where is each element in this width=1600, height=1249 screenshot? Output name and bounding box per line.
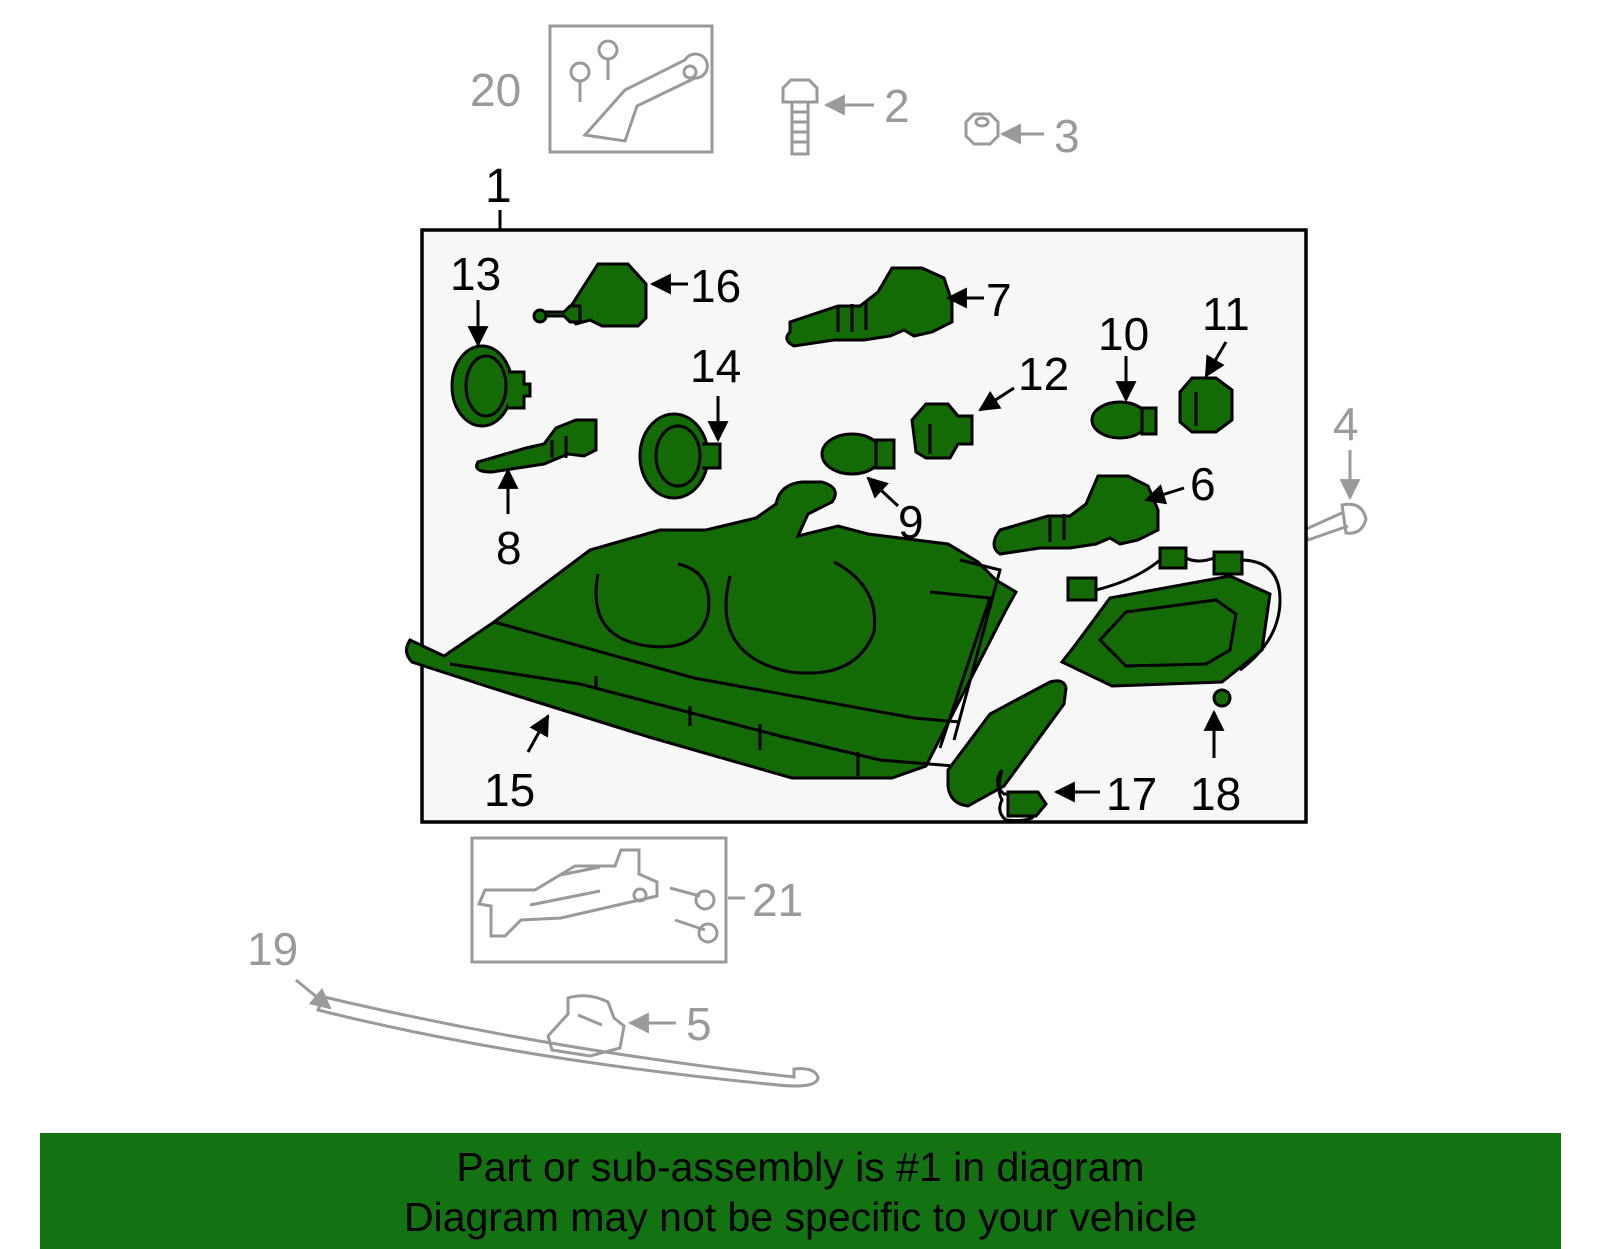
arrow-19 (295, 978, 332, 1010)
part-13-socket[interactable] (450, 344, 532, 428)
part-20-bracket-kit[interactable] (548, 24, 714, 154)
callout-18: 18 (1190, 768, 1241, 820)
callout-7: 7 (986, 274, 1012, 326)
callout-11: 11 (1202, 288, 1250, 340)
part-15-headlamp-housing[interactable] (405, 480, 1019, 780)
arrow-6 (1143, 484, 1185, 505)
callout-1: 1 (485, 160, 512, 213)
arrow-11 (1204, 341, 1228, 378)
callout-8: 8 (496, 522, 522, 574)
callout-5: 5 (686, 998, 712, 1050)
part-8-bulb[interactable] (475, 418, 598, 474)
banner-line-2: Diagram may not be specific to your vehi… (403, 1194, 1197, 1240)
callout-15: 15 (484, 764, 535, 816)
part-12-socket[interactable] (910, 402, 974, 460)
part-4-screw[interactable] (1302, 502, 1368, 542)
part-7-bulb[interactable] (785, 266, 954, 348)
part-18-ballast-harness[interactable] (1059, 546, 1282, 708)
part-2-bolt[interactable] (781, 78, 819, 156)
part-16-bulb[interactable] (532, 262, 648, 328)
callout-16: 16 (690, 260, 741, 312)
callout-17: 17 (1106, 768, 1157, 820)
part-21-bracket-kit[interactable] (470, 836, 728, 964)
part-9-bulb[interactable] (820, 432, 896, 476)
callout-14: 14 (690, 340, 741, 392)
arrow-15 (526, 714, 550, 753)
callout-12: 12 (1018, 348, 1069, 400)
arrow-9 (866, 476, 900, 508)
callout-21: 21 (752, 874, 803, 926)
part-6-bulb[interactable] (992, 474, 1160, 556)
disclaimer-banner: Part or sub-assembly is #1 in diagram Di… (40, 1133, 1561, 1249)
callout-9: 9 (898, 496, 924, 548)
callout-10: 10 (1098, 308, 1149, 360)
part-3-nut[interactable] (964, 112, 1000, 146)
callout-3: 3 (1054, 110, 1080, 162)
callout-19: 19 (247, 923, 298, 975)
callout-4: 4 (1333, 398, 1359, 450)
part-19-trim-strip[interactable] (315, 995, 820, 1088)
part-11-socket[interactable] (1178, 376, 1234, 434)
part-14-socket[interactable] (638, 412, 722, 500)
arrow-12 (978, 386, 1015, 412)
part-10-bulb[interactable] (1090, 400, 1158, 440)
part-5-clip[interactable] (546, 994, 626, 1058)
callout-20: 20 (470, 64, 521, 116)
banner-line-1: Part or sub-assembly is #1 in diagram (456, 1144, 1145, 1190)
callout-2: 2 (884, 80, 910, 132)
callout-13: 13 (450, 248, 501, 300)
part-17-side-lamp[interactable] (946, 679, 1068, 823)
callout-6: 6 (1190, 458, 1216, 510)
